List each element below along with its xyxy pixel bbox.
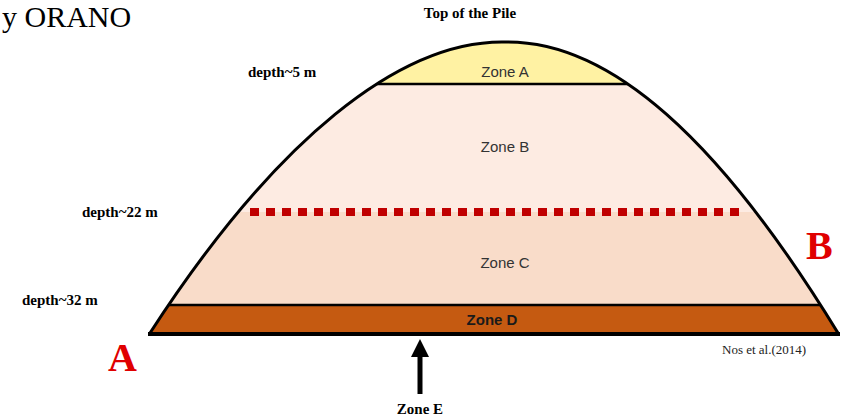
arrow-head	[411, 339, 429, 357]
band-fill	[150, 42, 838, 84]
zone-boundaries	[100, 84, 840, 305]
boundary-line	[100, 304, 840, 307]
band-fill	[150, 84, 838, 212]
zone-label: Zone E	[397, 401, 443, 418]
zone-name: Zone A	[481, 63, 529, 80]
boundary-line	[100, 83, 800, 86]
pile-base	[148, 332, 840, 336]
zone-band: Zone D	[0, 305, 848, 334]
zone-name: Zone B	[481, 138, 529, 155]
zone-band: Zone B	[0, 84, 848, 212]
band-fill	[150, 305, 838, 333]
band-fill	[150, 212, 838, 305]
zone-band: Zone C	[0, 212, 848, 305]
band-shape	[0, 84, 848, 212]
citation: Nos et al.(2014)	[722, 342, 806, 358]
zone-name: Zone D	[467, 311, 518, 328]
depth-label: depth~5 m	[248, 64, 316, 81]
dotted-boundary	[250, 208, 742, 216]
point-letter: A	[108, 334, 137, 381]
band-shape	[0, 40, 848, 84]
depth-label: depth~32 m	[22, 292, 98, 309]
band-shape	[0, 305, 848, 334]
pile-curve	[150, 42, 838, 333]
zone-name: Zone C	[480, 254, 529, 271]
band-shape	[0, 212, 848, 305]
source-note: y ORANO	[2, 0, 131, 34]
top-label: Top of the Pile	[424, 5, 516, 22]
zone-band: Zone A	[0, 40, 848, 84]
arrow-shaft	[418, 354, 423, 394]
point-letter: B	[806, 222, 833, 269]
depth-label: depth~22 m	[82, 204, 158, 221]
